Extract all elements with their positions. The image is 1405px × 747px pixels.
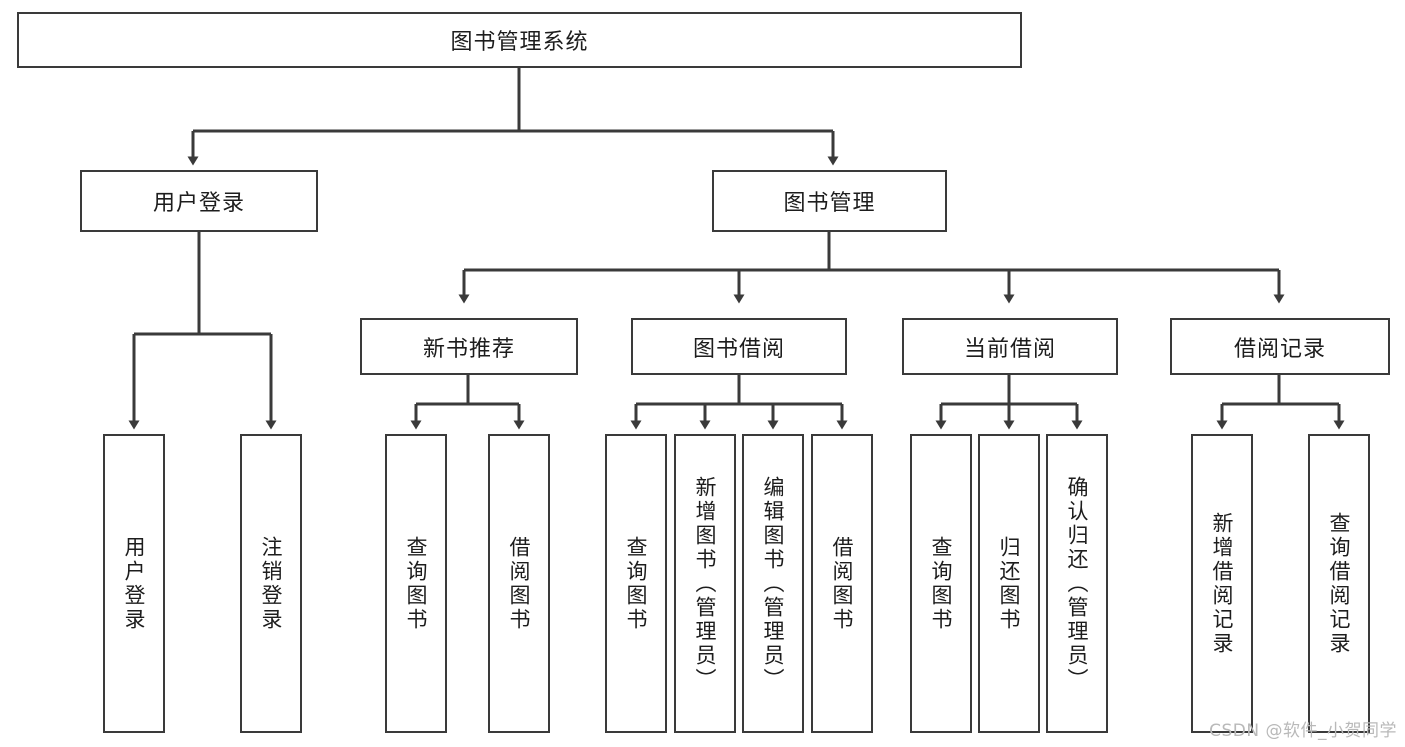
leaf-label: 查询图书 (624, 535, 649, 632)
node-book-management[interactable]: 图书管理 (712, 170, 947, 232)
leaf-user-login-login[interactable]: 用户登录 (103, 434, 165, 733)
leaf-book-borrow-query[interactable]: 查询图书 (605, 434, 667, 733)
leaf-label: 编辑图书（管理员） (761, 475, 786, 692)
leaf-label: 查询借阅记录 (1327, 511, 1352, 656)
leaf-book-borrow-lend[interactable]: 借阅图书 (811, 434, 873, 733)
leaf-user-login-logout[interactable]: 注销登录 (240, 434, 302, 733)
leaf-borrow-record-query[interactable]: 查询借阅记录 (1308, 434, 1370, 733)
watermark-text: CSDN @软件_小贺同学 (1209, 721, 1397, 741)
leaf-current-borrow-return[interactable]: 归还图书 (978, 434, 1040, 733)
node-root-system[interactable]: 图书管理系统 (17, 12, 1022, 68)
leaf-label: 注销登录 (259, 535, 284, 632)
node-user-login[interactable]: 用户登录 (80, 170, 318, 232)
leaf-label: 用户登录 (122, 535, 147, 632)
node-book-borrow[interactable]: 图书借阅 (631, 318, 847, 375)
leaf-new-book-borrow[interactable]: 借阅图书 (488, 434, 550, 733)
leaf-label: 借阅图书 (507, 535, 532, 632)
leaf-book-borrow-edit[interactable]: 编辑图书（管理员） (742, 434, 804, 733)
leaf-book-borrow-add[interactable]: 新增图书（管理员） (674, 434, 736, 733)
leaf-label: 归还图书 (997, 535, 1022, 632)
node-new-book-recommend[interactable]: 新书推荐 (360, 318, 578, 375)
leaf-label: 借阅图书 (830, 535, 855, 632)
node-current-borrow[interactable]: 当前借阅 (902, 318, 1118, 375)
leaf-label: 查询图书 (404, 535, 429, 632)
leaf-label: 查询图书 (929, 535, 954, 632)
leaf-label: 新增借阅记录 (1210, 511, 1235, 656)
leaf-new-book-query[interactable]: 查询图书 (385, 434, 447, 733)
leaf-label: 确认归还（管理员） (1065, 475, 1090, 692)
leaf-borrow-record-add[interactable]: 新增借阅记录 (1191, 434, 1253, 733)
node-borrow-record[interactable]: 借阅记录 (1170, 318, 1390, 375)
leaf-current-borrow-query[interactable]: 查询图书 (910, 434, 972, 733)
leaf-current-borrow-confirm[interactable]: 确认归还（管理员） (1046, 434, 1108, 733)
leaf-label: 新增图书（管理员） (693, 475, 718, 692)
